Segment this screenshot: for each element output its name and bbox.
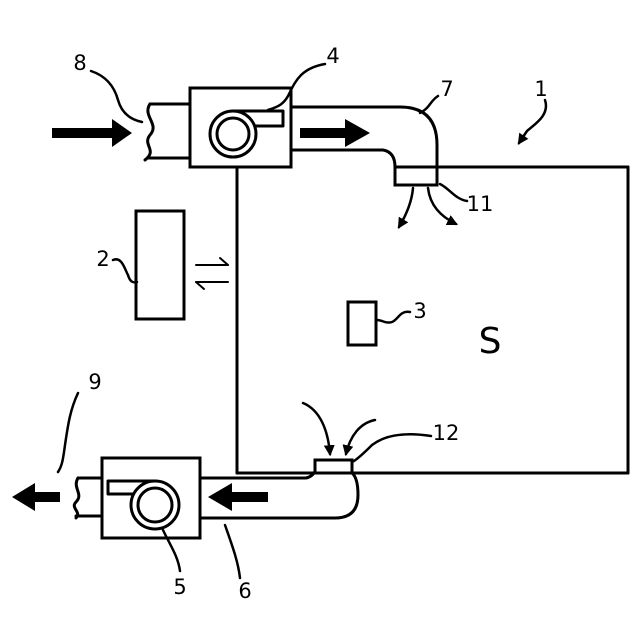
label-4: 4 [326, 44, 339, 68]
inlet-airflow-arrow-left [303, 403, 330, 454]
leader-2 [113, 259, 137, 282]
leader-1 [519, 100, 546, 143]
label-6: 6 [238, 579, 251, 603]
sensor-box [348, 302, 376, 345]
intake-duct-cut-end [145, 104, 153, 160]
label-11: 11 [467, 192, 494, 216]
label-2: 2 [96, 247, 109, 271]
exhaust-duct-cut-end [74, 478, 79, 518]
label-12: 12 [433, 421, 460, 445]
intake-duct [145, 104, 190, 160]
label-9: 9 [88, 370, 101, 394]
return-duct-top-edge [200, 462, 318, 478]
label-space: S [479, 321, 502, 362]
inlet-airflow-arrow-right [346, 420, 375, 454]
leader-3 [377, 312, 410, 323]
label-1: 1 [534, 77, 547, 101]
supply-outlet [395, 167, 437, 185]
exhaust-duct [74, 478, 102, 518]
signal-arrow-left-head [196, 282, 204, 289]
signal-arrow-right-head [220, 258, 228, 265]
exhaust-fan-housing [102, 458, 200, 538]
leader-7 [420, 96, 438, 113]
exhaust-flow-arrow [12, 483, 60, 511]
leader-9 [58, 393, 78, 472]
bidirectional-signal-arrows [196, 258, 228, 289]
label-7: 7 [440, 77, 453, 101]
control-unit-box [136, 211, 184, 319]
return-flow-arrow [208, 483, 268, 511]
leader-12 [354, 434, 431, 461]
label-8: 8 [73, 51, 86, 75]
supply-duct-inner-edge [291, 150, 395, 167]
supply-duct [291, 107, 437, 185]
supply-fan-unit [190, 88, 291, 167]
return-inlet [315, 460, 352, 473]
label-5: 5 [173, 575, 186, 599]
leader-11 [440, 184, 467, 201]
label-3: 3 [413, 299, 426, 323]
exhaust-fan-unit [102, 458, 200, 538]
outlet-airflow-arrow-left [399, 188, 413, 227]
leader-8 [91, 71, 142, 122]
leader-6 [225, 525, 240, 578]
supply-flow-arrow [300, 119, 370, 147]
intake-flow-arrow [52, 119, 132, 147]
